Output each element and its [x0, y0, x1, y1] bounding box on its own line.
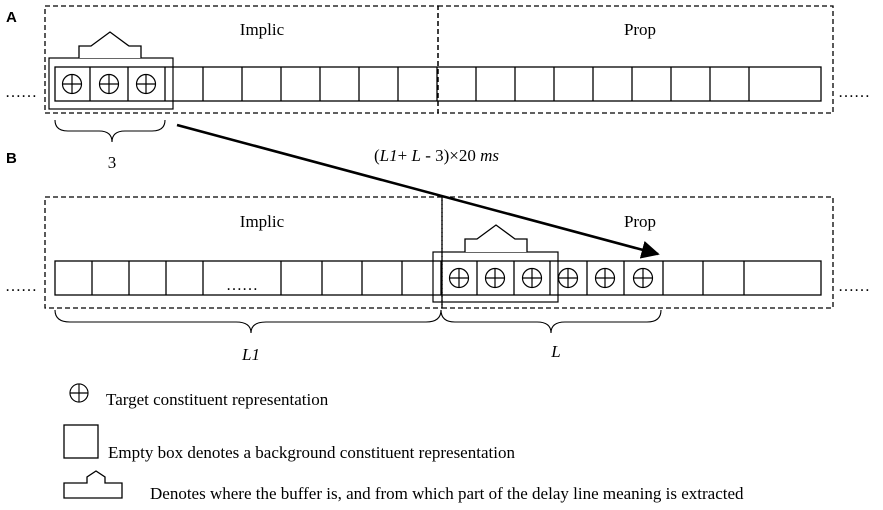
panel-b-label: B	[6, 150, 17, 167]
target-icon	[135, 73, 157, 95]
delay-formula: (L1+ L - 3)×20 ms	[374, 146, 499, 165]
target-icon	[521, 267, 543, 289]
panel-a-ellipsis-left: ……	[5, 84, 37, 101]
panel-b-brace-l1-label: L1	[241, 345, 260, 364]
target-icon	[98, 73, 120, 95]
legend-buffer-icon	[63, 470, 123, 499]
target-icon	[448, 267, 470, 289]
panel-a-delay-line	[54, 66, 822, 102]
panel-b-prop-label: Prop	[624, 212, 656, 231]
panel-b-ellipsis-right: ……	[838, 278, 870, 295]
legend: Target constituent representation Empty …	[63, 383, 744, 503]
legend-empty-text: Empty box denotes a background constitue…	[108, 443, 515, 462]
legend-target-text: Target constituent representation	[106, 390, 329, 409]
target-icon	[632, 267, 654, 289]
panel-b-delay-line	[54, 260, 822, 296]
panel-b-inner-ellipsis: ……	[226, 277, 258, 294]
panel-a-prop-label: Prop	[624, 20, 656, 39]
panel-b: B Implic Prop …… …… ……	[5, 150, 870, 364]
panel-a-implic-label: Implic	[240, 20, 285, 39]
panel-b-brace-l1	[54, 309, 442, 334]
panel-a-buffer-arrow-icon	[78, 31, 142, 58]
target-icon	[557, 267, 579, 289]
panel-b-ellipsis-left: ……	[5, 278, 37, 295]
panel-a-implic-region	[44, 5, 439, 114]
panel-a: A Implic Prop …… ……	[5, 5, 870, 172]
panel-a-target-markers	[61, 73, 157, 95]
panel-a-brace	[54, 119, 166, 143]
delay-arrow	[176, 123, 660, 259]
target-icon	[61, 73, 83, 95]
panel-b-brace-l	[440, 309, 662, 334]
panel-b-target-markers	[448, 267, 654, 289]
target-icon	[594, 267, 616, 289]
panel-b-implic-label: Implic	[240, 212, 285, 231]
panel-b-buffer-arrow-icon	[464, 224, 528, 252]
target-icon	[484, 267, 506, 289]
panel-a-buffer-size-label: 3	[108, 153, 117, 172]
legend-buffer-text: Denotes where the buffer is, and from wh…	[150, 484, 744, 503]
panel-a-prop-region	[437, 5, 834, 114]
legend-empty-box-icon	[63, 424, 99, 459]
panel-a-ellipsis-right: ……	[838, 84, 870, 101]
legend-target-icon	[69, 383, 89, 403]
panel-a-label: A	[6, 9, 17, 26]
panel-b-brace-l-label: L	[550, 342, 560, 361]
